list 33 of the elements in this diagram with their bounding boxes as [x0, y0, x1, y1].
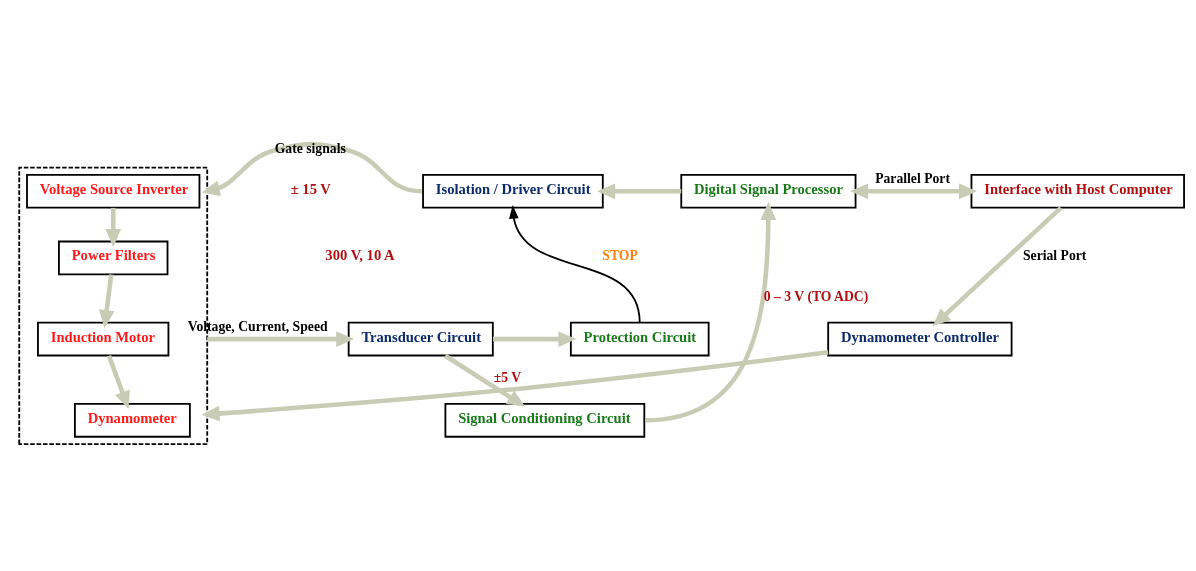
node-box: Induction Motor — [37, 321, 170, 357]
arrow — [493, 331, 577, 347]
edge-label: Voltage, Current, Speed — [187, 318, 328, 334]
arrow — [932, 206, 1063, 327]
arrow — [509, 204, 641, 324]
node-box: Signal Conditioning Circuit — [444, 403, 646, 438]
arrow — [201, 350, 829, 422]
arrow — [444, 353, 526, 407]
node-box: Voltage Source Inverter — [26, 173, 201, 209]
edge-label: ±5 V — [493, 370, 522, 385]
edge-label: Gate signals — [274, 140, 346, 156]
node-box: Digital Signal Processor — [680, 173, 857, 209]
node-box: Protection Circuit — [569, 321, 710, 357]
edge-label: Parallel Port — [875, 171, 950, 187]
node-box: Transducer Circuit — [347, 321, 494, 357]
node-box: Isolation / Driver Circuit — [422, 173, 604, 209]
edge-label: STOP — [602, 248, 638, 264]
node-box: Dynamometer Controller — [827, 321, 1013, 357]
arrow — [645, 202, 777, 423]
arrow — [106, 354, 130, 410]
arrow — [201, 141, 422, 197]
label: 300 V, 10 A — [325, 247, 395, 264]
edge-label: Serial Port — [1023, 248, 1087, 264]
label: ± 15 V — [290, 180, 331, 197]
edge-label: 0 – 3 V (TO ADC) — [763, 288, 869, 304]
node-box: Dynamometer — [74, 403, 191, 438]
arrow — [597, 183, 682, 200]
arrow — [98, 274, 115, 329]
node-box: Interface with Host Computer — [970, 173, 1185, 209]
arrow — [105, 207, 122, 248]
arrow — [850, 183, 978, 200]
arrow — [207, 331, 355, 347]
node-box: Power Filters — [58, 240, 169, 276]
